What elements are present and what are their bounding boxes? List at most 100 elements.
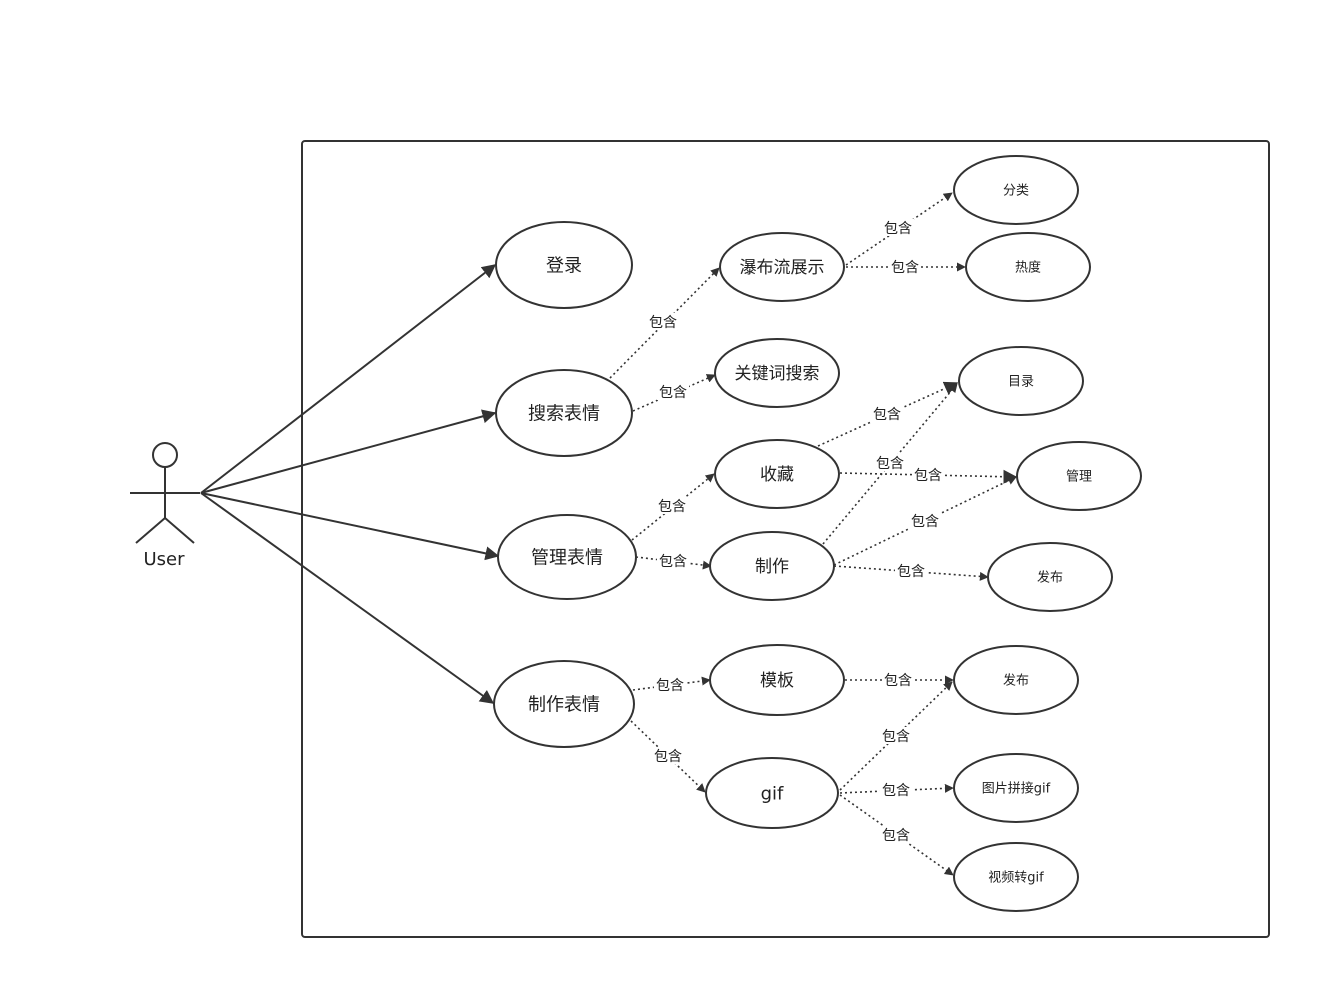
include-label: 包含 xyxy=(873,407,901,423)
include-label: 包含 xyxy=(654,749,682,765)
use-case-search[interactable]: 搜索表情 xyxy=(495,369,633,457)
include-label: 包含 xyxy=(891,260,919,276)
use-case-publish1[interactable]: 发布 xyxy=(987,542,1113,612)
actor-left-leg xyxy=(135,517,166,544)
use-case-keyword[interactable]: 关键词搜索 xyxy=(714,338,840,408)
association-search xyxy=(200,409,497,494)
include-label-bg xyxy=(874,454,906,471)
use-case-ellipse xyxy=(709,644,845,716)
include-edge-search-waterfall xyxy=(609,267,720,379)
use-case-manage[interactable]: 管理表情 xyxy=(497,514,637,600)
include-label: 包含 xyxy=(914,468,942,484)
use-case-ellipse xyxy=(953,753,1079,823)
include-label: 包含 xyxy=(882,783,910,799)
use-case-ellipse xyxy=(705,757,839,829)
use-case-template[interactable]: 模板 xyxy=(709,644,845,716)
include-edge-create-publish1 xyxy=(833,565,989,581)
include-label: 包含 xyxy=(911,514,939,530)
use-case-ellipse xyxy=(714,338,840,408)
use-case-ellipse xyxy=(965,232,1091,302)
include-label: 包含 xyxy=(884,221,912,237)
include-label-bg xyxy=(654,676,686,693)
use-case-publish2[interactable]: 发布 xyxy=(953,645,1079,715)
use-case-label: 分类 xyxy=(1003,184,1029,199)
use-case-label: 制作 xyxy=(755,557,789,577)
use-case-ellipse xyxy=(953,155,1079,225)
actor-user[interactable]: User xyxy=(130,442,200,570)
use-case-video-to-gif[interactable]: 视频转gif xyxy=(953,842,1079,912)
use-case-ellipse xyxy=(497,514,637,600)
include-label: 包含 xyxy=(876,456,904,472)
include-label-bg xyxy=(909,512,941,529)
include-label-bg xyxy=(889,258,921,275)
use-case-ellipse xyxy=(495,369,633,457)
include-label-bg xyxy=(882,219,914,236)
use-case-label: 瀑布流展示 xyxy=(740,258,825,278)
include-label-bg xyxy=(652,747,684,764)
use-case-ellipse xyxy=(1016,441,1142,511)
use-case-ellipse xyxy=(987,542,1113,612)
include-edge-gif-video_to_gif xyxy=(839,794,954,876)
actor-head xyxy=(152,442,178,468)
use-case-create[interactable]: 制作 xyxy=(709,531,835,601)
include-edge-waterfall-category xyxy=(845,192,953,266)
include-label: 包含 xyxy=(656,678,684,694)
use-case-login[interactable]: 登录 xyxy=(495,221,633,309)
include-label: 包含 xyxy=(649,315,677,331)
use-case-label: 热度 xyxy=(1015,260,1041,276)
use-case-ellipse xyxy=(953,645,1079,715)
use-case-management[interactable]: 管理 xyxy=(1016,441,1142,511)
include-label: 包含 xyxy=(882,828,910,844)
include-label: 包含 xyxy=(658,499,686,515)
use-case-label: 关键词搜索 xyxy=(735,364,820,384)
association-manage xyxy=(200,492,500,561)
include-label-bg xyxy=(657,552,689,569)
include-edge-gif-publish2 xyxy=(839,681,953,791)
include-label-bg xyxy=(647,313,679,330)
actor-name: User xyxy=(143,549,185,570)
use-case-ellipse xyxy=(719,232,845,302)
use-case-catalog[interactable]: 目录 xyxy=(958,346,1084,416)
include-label-bg xyxy=(657,383,689,400)
association-make xyxy=(200,492,495,704)
use-case-label: 图片拼接gif xyxy=(982,781,1051,797)
use-case-popularity[interactable]: 热度 xyxy=(965,232,1091,302)
use-case-label: 登录 xyxy=(546,255,582,276)
use-case-label: 管理表情 xyxy=(531,547,603,568)
include-label-bg xyxy=(656,497,688,514)
include-label: 包含 xyxy=(659,554,687,570)
include-label-bg xyxy=(882,671,914,688)
use-case-label: 搜索表情 xyxy=(528,403,600,424)
include-label: 包含 xyxy=(897,564,925,580)
use-case-gif[interactable]: gif xyxy=(705,757,839,829)
include-label-bg xyxy=(880,727,912,744)
include-label-bg xyxy=(880,826,912,843)
include-label-bg xyxy=(871,405,903,422)
use-case-label: 目录 xyxy=(1008,375,1034,390)
use-case-ellipse xyxy=(709,531,835,601)
use-case-favorite[interactable]: 收藏 xyxy=(714,439,840,509)
include-edge-favorite-management xyxy=(839,469,1018,484)
include-label: 包含 xyxy=(882,729,910,745)
use-case-label: 制作表情 xyxy=(528,694,600,715)
include-label-bg xyxy=(912,466,944,483)
use-case-img-to-gif[interactable]: 图片拼接gif xyxy=(953,753,1079,823)
use-case-label: 发布 xyxy=(1003,673,1029,689)
use-case-label: 管理 xyxy=(1066,470,1092,485)
use-case-ellipse xyxy=(714,439,840,509)
use-case-label: gif xyxy=(761,783,784,804)
use-case-ellipse xyxy=(495,221,633,309)
include-label: 包含 xyxy=(884,673,912,689)
association-login xyxy=(200,264,497,494)
use-case-make[interactable]: 制作表情 xyxy=(493,660,635,748)
use-case-label: 模板 xyxy=(760,671,794,691)
include-label: 包含 xyxy=(659,385,687,401)
use-case-category[interactable]: 分类 xyxy=(953,155,1079,225)
use-case-label: 发布 xyxy=(1037,570,1063,586)
use-case-ellipse xyxy=(953,842,1079,912)
system-boundary xyxy=(301,140,1270,938)
use-case-label: 收藏 xyxy=(760,465,794,485)
include-label-bg xyxy=(880,781,912,798)
use-case-waterfall[interactable]: 瀑布流展示 xyxy=(719,232,845,302)
